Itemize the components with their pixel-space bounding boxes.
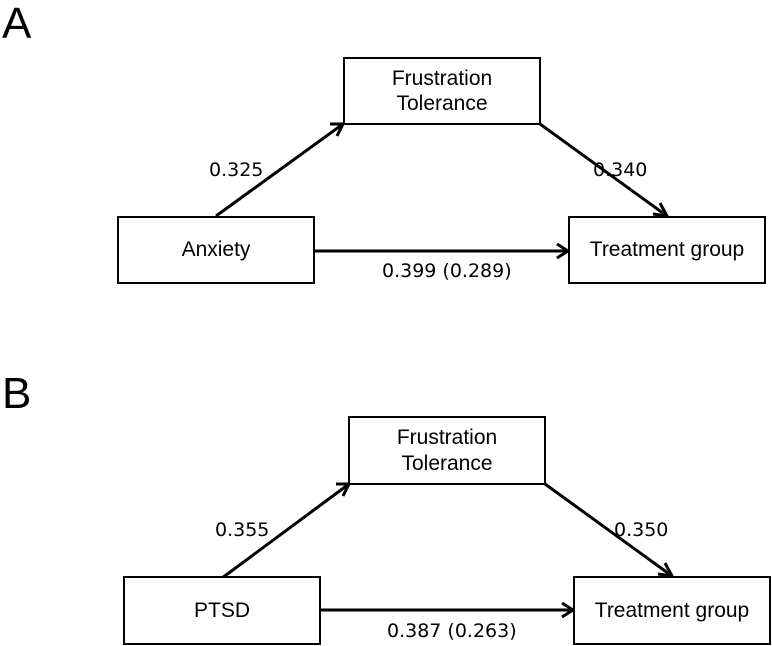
panel-a-label: A [2,0,32,48]
panel-a-path-a-coef: 0.325 [209,159,264,181]
panel-a-path-c-coef: 0.399 (0.289) [382,260,512,282]
panel-b-path-c-coef: 0.387 (0.263) [387,620,517,642]
panel-b-predictor-box: PTSD [123,576,321,645]
panel-b-mediator-line2: Tolerance [401,451,493,475]
panel-b-arrow-mediator-to-outcome [544,482,673,578]
panel-b-outcome-label: Treatment group [594,598,750,622]
panel-a-mediator-line2: Tolerance [396,92,488,115]
panel-b-path-b-coef: 0.350 [614,519,669,541]
panel-a-arrow-mediator-to-outcome [539,122,668,218]
panel-b-predictor-label: PTSD [193,598,250,622]
panel-b-path-a-coef: 0.355 [215,519,270,541]
panel-b-arrows [221,482,675,619]
panel-a-path-b-coef: 0.340 [593,159,648,181]
panel-b-arrow-predictor-to-mediator [221,482,350,580]
panel-a-mediator-line1: Frustration [391,66,493,90]
panel-a-outcome-label: Treatment group [589,238,745,262]
panel-a-predictor-box: Anxiety [117,216,315,284]
panel-b-outcome-box: Treatment group [573,576,771,645]
panel-a-arrow-predictor-to-mediator [215,122,344,218]
panel-a-mediator-box: Frustration Tolerance [343,57,541,125]
panel-b-mediator-box: Frustration Tolerance [348,416,546,485]
panel-b-mediator-line1: Frustration [396,426,498,450]
panel-b-label: B [2,369,32,418]
panel-a-predictor-label: Anxiety [181,238,251,262]
panel-a-outcome-box: Treatment group [568,216,766,284]
